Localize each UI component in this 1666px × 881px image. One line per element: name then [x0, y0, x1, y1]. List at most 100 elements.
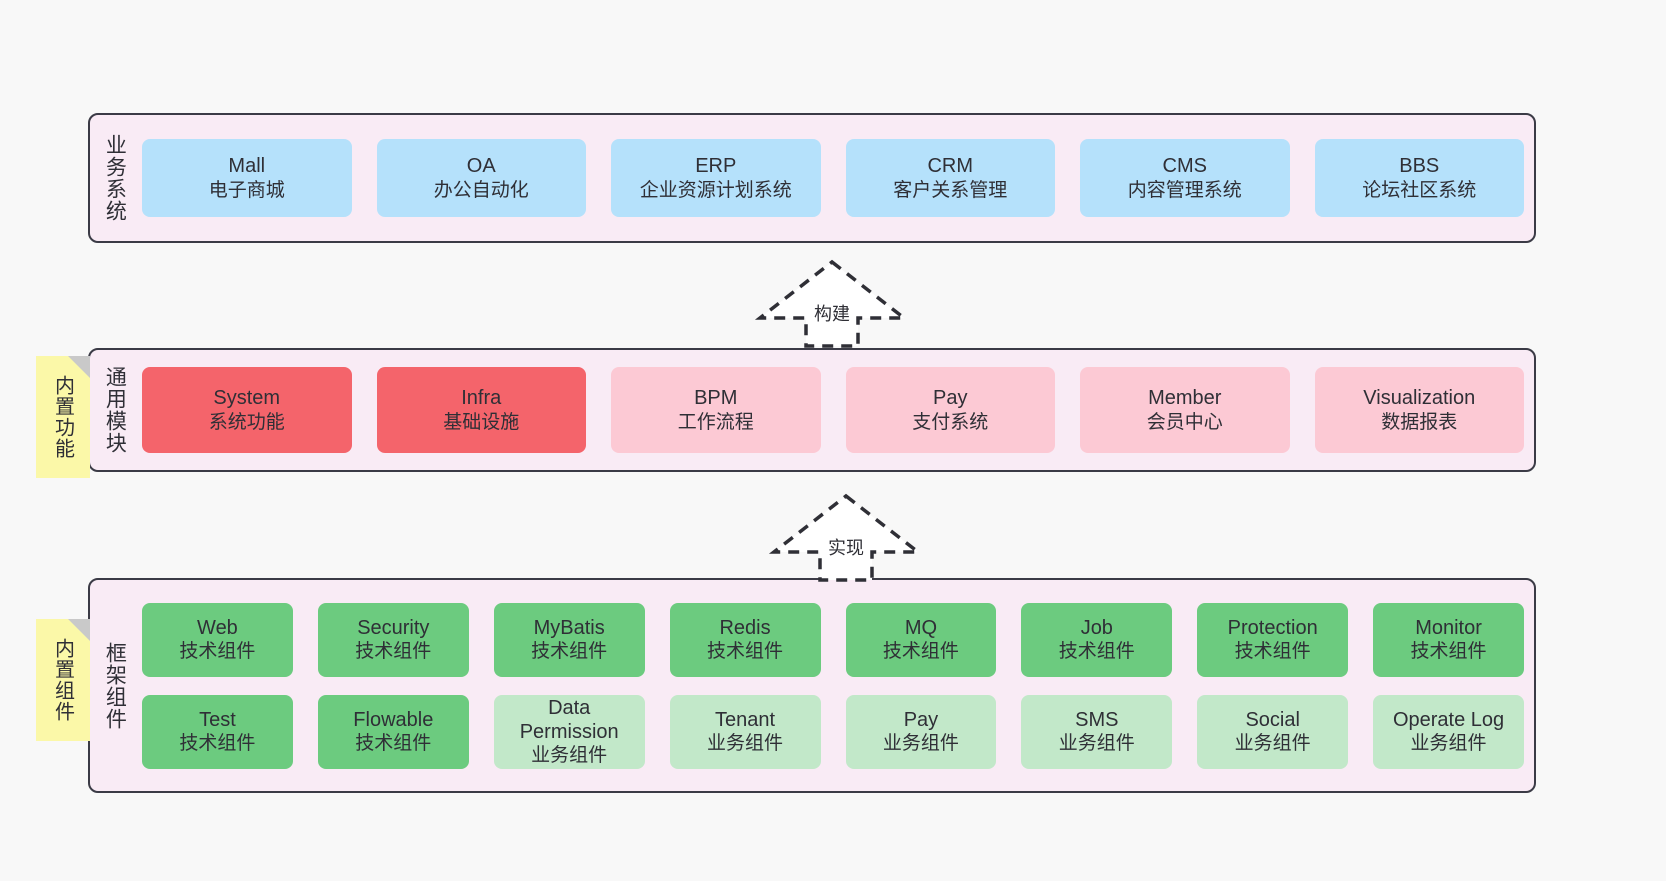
card-protection[interactable]: Protection 技术组件: [1197, 602, 1349, 677]
note-label: 内置组件: [51, 638, 74, 722]
layer-title-common-module: 通用模块: [103, 366, 127, 454]
card-subtitle: 业务组件: [1058, 733, 1135, 755]
card-subtitle: 业务组件: [1410, 733, 1487, 755]
card-title: Test: [199, 708, 236, 731]
card-mall[interactable]: Mall 电子商城: [142, 139, 352, 217]
card-title: Security: [357, 616, 430, 639]
card-visualization[interactable]: Visualization 数据报表: [1314, 367, 1524, 453]
card-row: System 系统功能 Infra 基础设施 BPM 工作流程 Pay 支付系统…: [142, 367, 1524, 453]
layer-body-common-module: System 系统功能 Infra 基础设施 BPM 工作流程 Pay 支付系统…: [138, 350, 1534, 470]
layer-body-business-system: Mall 电子商城 OA 办公自动化 ERP 企业资源计划系统 CRM 客户关系…: [138, 115, 1534, 241]
card-test[interactable]: Test 技术组件: [142, 694, 293, 769]
connector-label: 构建: [814, 304, 850, 324]
note-fold-corner-icon: [68, 619, 90, 641]
card-subtitle: 业务组件: [707, 733, 784, 755]
card-operate-log[interactable]: Operate Log 业务组件: [1373, 694, 1524, 769]
card-subtitle: 业务组件: [1234, 733, 1311, 755]
card-flowable[interactable]: Flowable 技术组件: [317, 694, 469, 769]
card-web[interactable]: Web 技术组件: [142, 602, 293, 677]
card-subtitle: 业务组件: [531, 745, 608, 767]
card-title: BBS: [1399, 155, 1440, 178]
card-redis[interactable]: Redis 技术组件: [669, 602, 821, 677]
card-crm[interactable]: CRM 客户关系管理: [845, 139, 1055, 217]
card-title: Data Permission: [519, 696, 619, 743]
card-title: Pay: [903, 708, 939, 731]
card-row: Web 技术组件 Security 技术组件 MyBatis 技术组件 Redi…: [142, 602, 1524, 677]
card-title: OA: [466, 155, 496, 178]
card-subtitle: 办公自动化: [433, 179, 529, 201]
card-data-permission[interactable]: Data Permission 业务组件: [493, 694, 645, 769]
card-title: SMS: [1075, 708, 1119, 731]
card-mq[interactable]: MQ 技术组件: [845, 602, 997, 677]
note-label: 内置功能: [51, 375, 74, 459]
card-subtitle: 内容管理系统: [1127, 179, 1242, 201]
card-row: Mall 电子商城 OA 办公自动化 ERP 企业资源计划系统 CRM 客户关系…: [142, 139, 1524, 217]
layer-title-framework-component: 框架组件: [103, 641, 127, 730]
card-title: Member: [1148, 387, 1222, 410]
card-infra[interactable]: Infra 基础设施: [376, 367, 586, 453]
card-title: Visualization: [1363, 387, 1476, 410]
card-subtitle: 技术组件: [1058, 641, 1135, 663]
card-subtitle: 论坛社区系统: [1362, 179, 1477, 201]
layer-business-system: 业务系统 Mall 电子商城 OA 办公自动化 ERP 企业资源计划系统 CRM…: [88, 113, 1536, 243]
card-member[interactable]: Member 会员中心: [1080, 367, 1290, 453]
card-title: Job: [1080, 616, 1113, 639]
card-system[interactable]: System 系统功能: [142, 367, 352, 453]
card-bbs[interactable]: BBS 论坛社区系统: [1314, 139, 1524, 217]
card-subtitle: 工作流程: [677, 411, 754, 433]
card-title: Infra: [461, 387, 502, 410]
card-social[interactable]: Social 业务组件: [1197, 694, 1349, 769]
card-title: MyBatis: [533, 616, 605, 639]
card-oa[interactable]: OA 办公自动化: [376, 139, 586, 217]
layer-framework-component: 框架组件 Web 技术组件 Security 技术组件 MyBatis 技术组件…: [88, 578, 1536, 793]
card-title: Protection: [1227, 616, 1318, 639]
card-subtitle: 技术组件: [882, 641, 959, 663]
card-monitor[interactable]: Monitor 技术组件: [1373, 602, 1524, 677]
card-mybatis[interactable]: MyBatis 技术组件: [493, 602, 645, 677]
card-subtitle: 技术组件: [355, 641, 432, 663]
implement-arrow-icon: [768, 493, 924, 582]
card-erp[interactable]: ERP 企业资源计划系统: [611, 139, 821, 217]
layer-body-framework-component: Web 技术组件 Security 技术组件 MyBatis 技术组件 Redi…: [138, 580, 1534, 791]
card-subtitle: 基础设施: [443, 411, 520, 433]
card-bpm[interactable]: BPM 工作流程: [611, 367, 821, 453]
card-title: Operate Log: [1392, 708, 1505, 731]
card-pay-business[interactable]: Pay 业务组件: [845, 694, 997, 769]
card-pay[interactable]: Pay 支付系统: [845, 367, 1055, 453]
layer-common-module: 通用模块 System 系统功能 Infra 基础设施 BPM 工作流程 Pay…: [88, 348, 1536, 472]
card-subtitle: 技术组件: [531, 641, 608, 663]
card-tenant[interactable]: Tenant 业务组件: [669, 694, 821, 769]
card-subtitle: 技术组件: [179, 641, 256, 663]
card-subtitle: 技术组件: [707, 641, 784, 663]
card-subtitle: 技术组件: [179, 733, 256, 755]
card-title: Web: [197, 616, 238, 639]
card-title: BPM: [694, 387, 738, 410]
note-builtin-component: 内置组件: [36, 619, 90, 741]
card-title: Tenant: [715, 708, 776, 731]
card-row: Test 技术组件 Flowable 技术组件 Data Permission …: [142, 694, 1524, 769]
card-title: Mall: [228, 155, 266, 178]
card-security[interactable]: Security 技术组件: [317, 602, 469, 677]
card-title: System: [213, 387, 281, 410]
card-title: Monitor: [1415, 616, 1482, 639]
card-subtitle: 技术组件: [1234, 641, 1311, 663]
card-title: Pay: [933, 387, 968, 410]
build-arrow-icon: [754, 259, 910, 348]
card-subtitle: 支付系统: [912, 411, 989, 433]
card-title: ERP: [695, 155, 737, 178]
card-subtitle: 业务组件: [882, 733, 959, 755]
card-title: CMS: [1162, 155, 1207, 178]
card-subtitle: 企业资源计划系统: [639, 179, 792, 201]
card-job[interactable]: Job 技术组件: [1021, 602, 1173, 677]
card-subtitle: 数据报表: [1381, 411, 1458, 433]
card-sms[interactable]: SMS 业务组件: [1021, 694, 1173, 769]
card-title: Social: [1245, 708, 1300, 731]
card-cms[interactable]: CMS 内容管理系统: [1080, 139, 1290, 217]
connector-implement: 实现: [766, 490, 926, 582]
layer-title-business-system: 业务系统: [103, 134, 127, 222]
card-subtitle: 会员中心: [1146, 411, 1223, 433]
card-title: Flowable: [353, 708, 434, 731]
note-builtin-function: 内置功能: [36, 356, 90, 478]
card-subtitle: 电子商城: [208, 179, 285, 201]
